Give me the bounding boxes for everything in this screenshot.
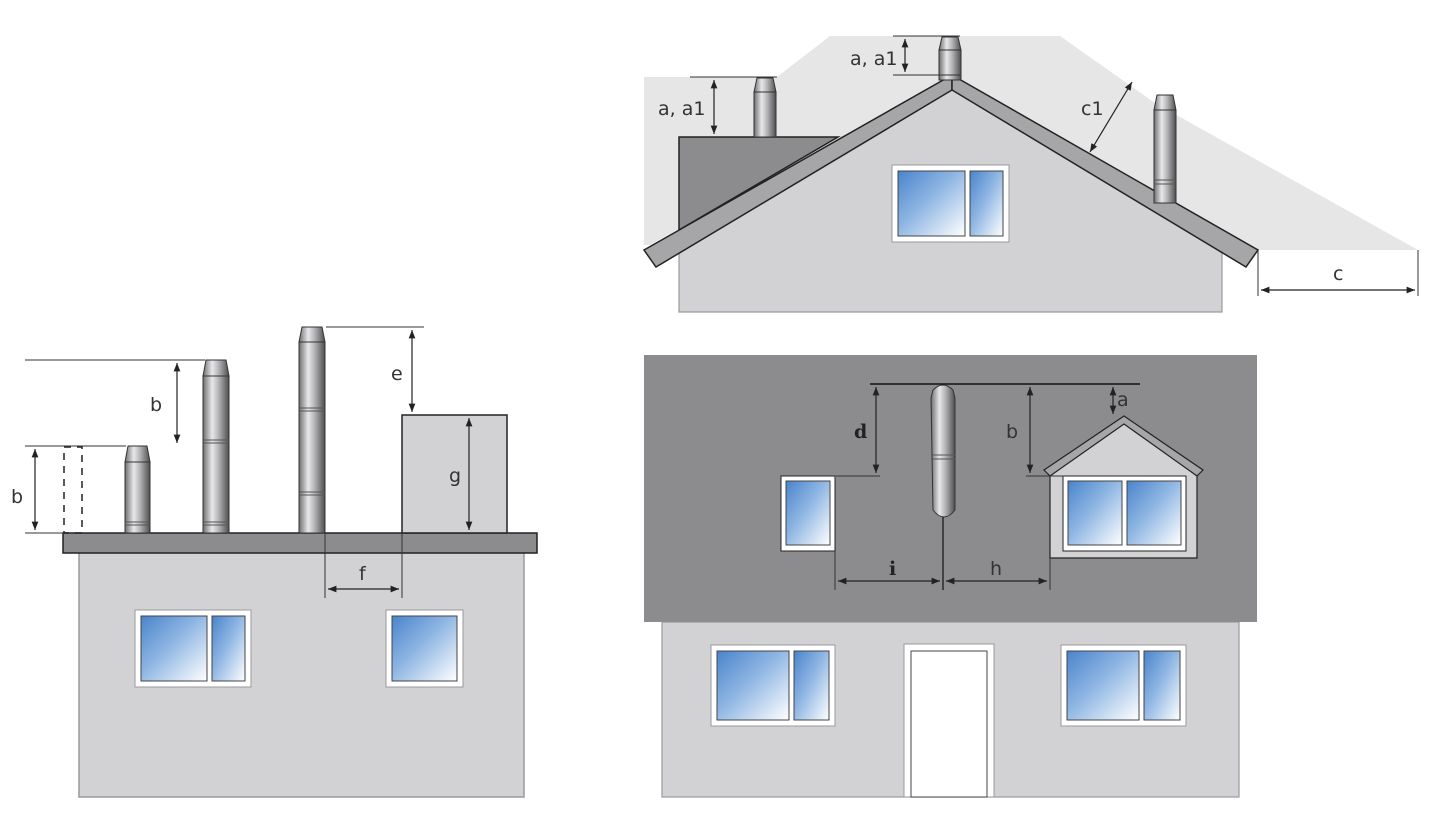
chimney-icon (124, 445, 151, 534)
flat-roof-slab (62, 532, 538, 554)
chimney-icon (938, 36, 962, 81)
label-e: e (391, 363, 403, 385)
pitched-roof-house: a, a1 a, a1 c1 c (642, 35, 1419, 313)
label-i: i (889, 558, 896, 580)
window-icon (385, 609, 464, 688)
label-f: f (359, 563, 367, 585)
chimney-icon (753, 77, 777, 138)
chimney-icon (202, 359, 230, 534)
dormer (1043, 415, 1204, 559)
window-icon (1060, 644, 1187, 727)
label-a: a (1117, 389, 1129, 411)
roof-window (780, 475, 836, 552)
label-h: h (990, 558, 1002, 580)
label-b-left: b (11, 486, 23, 508)
window-icon (134, 609, 252, 688)
flat-roof-house: b b e g f (11, 326, 538, 798)
label-g: g (449, 465, 461, 487)
label-b-mid: b (150, 394, 162, 416)
window-icon (710, 644, 836, 727)
window-icon (891, 164, 1010, 243)
label-a-a1-left: a, a1 (658, 98, 705, 120)
clearance-zone (644, 36, 1418, 250)
chimney-icon (930, 384, 956, 590)
label-c1: c1 (1081, 98, 1104, 120)
roof-superstructure (401, 414, 508, 534)
door (903, 643, 995, 798)
label-a-a1-ridge: a, a1 (850, 48, 897, 70)
roof-plan-house: d b a i h (644, 355, 1257, 798)
dashed-chimney-outline (63, 446, 83, 534)
chimney-icon (1153, 94, 1177, 204)
label-c: c (1333, 263, 1343, 285)
label-d: d (854, 421, 867, 443)
label-b: b (1006, 421, 1018, 443)
chimney-icon (298, 326, 326, 534)
